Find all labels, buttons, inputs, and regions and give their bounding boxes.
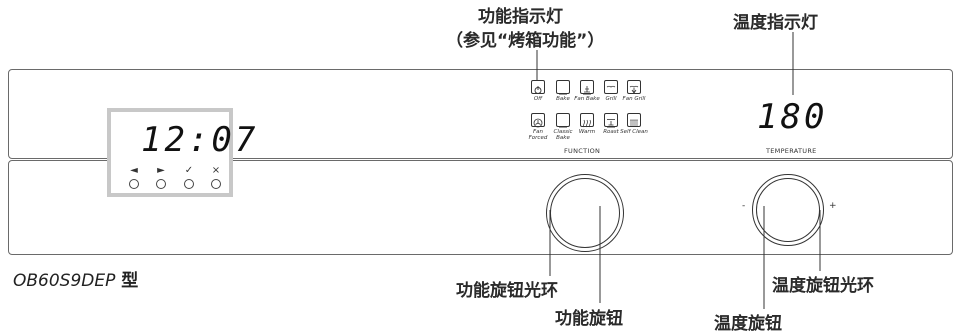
off-icon bbox=[531, 80, 545, 94]
right-arrow-icon: ► bbox=[157, 165, 165, 176]
function-knob-ring-callout: 功能旋钮光环 bbox=[456, 281, 558, 301]
clock-time: 12:07 bbox=[141, 120, 259, 160]
function-label-fan-bake: Fan Bake bbox=[574, 96, 600, 102]
bake-icon bbox=[556, 80, 570, 95]
grill-icon bbox=[604, 80, 618, 94]
fan-grill-icon bbox=[627, 80, 641, 94]
function-indicator-callout-note: （参见“烤箱功能”） bbox=[446, 31, 605, 51]
temperature-knob-callout: 温度旋钮 bbox=[714, 314, 782, 334]
left-arrow-icon: ◄ bbox=[130, 165, 138, 176]
function-knob-callout: 功能旋钮 bbox=[555, 309, 623, 329]
temperature-display: 180 bbox=[757, 97, 828, 137]
plus-mark: + bbox=[829, 201, 837, 211]
fan-forced-icon bbox=[531, 113, 545, 128]
clock-display: 12:07 ◄ ► ✓ × bbox=[107, 108, 255, 197]
function-label-fan-forced: Fan Forced bbox=[528, 129, 548, 141]
function-label-warm: Warm bbox=[578, 129, 596, 135]
function-label-self-clean: Self Clean bbox=[620, 129, 648, 135]
clock-confirm-button[interactable] bbox=[184, 179, 194, 189]
model-suffix: 型 bbox=[115, 271, 139, 291]
function-label-bake: Bake bbox=[556, 96, 570, 102]
roast-icon bbox=[604, 113, 618, 128]
clock-right-button[interactable] bbox=[156, 179, 166, 189]
function-label-grill: Grill bbox=[605, 96, 617, 102]
model-code: OB60S9DEP bbox=[13, 271, 116, 291]
function-indicator-callout: 功能指示灯 bbox=[478, 7, 563, 27]
cross-icon: × bbox=[211, 165, 221, 176]
function-label-classic-bake: Classic Bake bbox=[553, 129, 573, 141]
clock-left-button[interactable] bbox=[129, 179, 139, 189]
check-icon: ✓ bbox=[184, 165, 194, 176]
temperature-caption: TEMPERATURE bbox=[766, 147, 817, 155]
function-caption: FUNCTION bbox=[564, 147, 601, 155]
minus-mark: - bbox=[742, 201, 746, 211]
model-label: OB60S9DEP 型 bbox=[13, 266, 138, 291]
function-label-off: Off bbox=[533, 96, 543, 102]
clock-cancel-button[interactable] bbox=[211, 179, 221, 189]
temperature-knob-ring-callout: 温度旋钮光环 bbox=[772, 276, 874, 296]
function-label-fan-grill: Fan Grill bbox=[622, 96, 646, 102]
warm-icon bbox=[580, 113, 594, 128]
self-clean-icon bbox=[627, 113, 641, 127]
function-label-roast: Roast bbox=[603, 129, 619, 135]
temperature-indicator-callout: 温度指示灯 bbox=[733, 13, 818, 33]
fan-bake-icon bbox=[580, 80, 594, 95]
classic-bake-icon bbox=[556, 113, 570, 128]
